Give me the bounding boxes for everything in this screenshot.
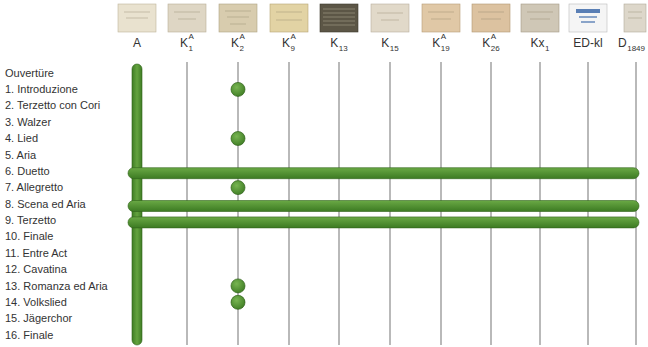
source-siglum: K (231, 37, 239, 51)
siglum-subscript: 1 (545, 44, 549, 53)
source-siglum: D (618, 37, 627, 51)
siglum-subscript: 9 (291, 44, 295, 53)
number-bars (128, 168, 639, 228)
number-label: 12. Cavatina (5, 263, 67, 276)
source-siglum: K (482, 37, 490, 51)
siglum-subscript: 19 (441, 44, 450, 53)
source-siglum: A (133, 37, 141, 51)
siglum-subscript: 13 (339, 44, 348, 53)
siglum-subscript: 26 (491, 44, 500, 53)
source-thumbnails (118, 4, 646, 32)
source-siglum: K (330, 37, 338, 51)
number-label: 4. Lied (5, 132, 38, 145)
number-label: 10. Finale (5, 230, 53, 243)
number-label: 3. Walzer (5, 116, 51, 129)
source-siglum: K (180, 37, 188, 51)
source-siglum: ED-kl (573, 37, 602, 51)
number-label: 9. Terzetto (5, 214, 56, 227)
number-label: Ouvertüre (5, 67, 54, 80)
siglum-subscript: 1849 (627, 44, 645, 53)
number-label: 8. Scena ed Aria (5, 198, 86, 211)
number-label: 13. Romanza ed Aria (5, 280, 108, 293)
siglum-subscript: 1 (189, 44, 193, 53)
source-siglum: K (381, 37, 389, 51)
siglum-superscript: A (189, 32, 194, 41)
siglum-subscript: 2 (240, 44, 244, 53)
siglum-subscript: 15 (390, 44, 399, 53)
number-label: 7. Allegretto (5, 181, 63, 194)
number-label: 1. Introduzione (5, 83, 78, 96)
number-label: 2. Terzetto con Cori (5, 99, 100, 112)
siglum-superscript: A (441, 32, 446, 41)
number-label: 16. Finale (5, 329, 53, 342)
presence-dots (231, 82, 245, 309)
source-siglum: K (432, 37, 440, 51)
siglum-superscript: A (291, 32, 296, 41)
siglum-superscript: A (491, 32, 496, 41)
source-siglum: K (282, 37, 290, 51)
number-label: 14. Volkslied (5, 296, 67, 309)
number-label: 5. Aria (5, 149, 36, 162)
source-siglum: Kx (531, 37, 545, 51)
number-label: 11. Entre Act (5, 247, 67, 260)
number-label: 15. Jägerchor (5, 312, 72, 325)
number-label: 6. Duetto (5, 165, 50, 178)
siglum-superscript: A (240, 32, 245, 41)
